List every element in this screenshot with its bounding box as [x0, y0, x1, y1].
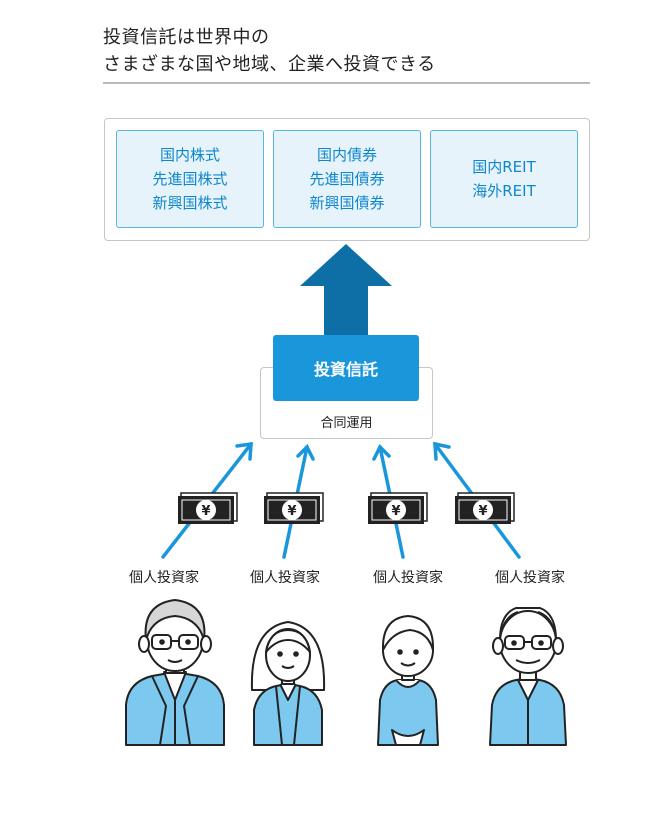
asset-box-stocks: 国内株式 先進国株式 新興国株式: [116, 130, 264, 228]
investor-figure-woman-short-hair: [377, 615, 439, 746]
investor-figure-man-glasses: [125, 599, 225, 746]
asset-label: 国内REIT: [472, 158, 536, 176]
title-divider: [103, 82, 590, 84]
yen-bill-icon: [263, 492, 324, 525]
investor-label: 個人投資家: [129, 570, 199, 586]
yen-bill-icon: [367, 492, 428, 525]
yen-bill-icon: [454, 492, 515, 525]
investor-figure-woman-long-hair: [250, 621, 326, 746]
title-line-2: さまざまな国や地域、企業へ投資できる: [103, 54, 436, 75]
asset-label: 海外REIT: [472, 182, 536, 200]
asset-box-reit: 国内REIT 海外REIT: [430, 130, 578, 228]
investor-label: 個人投資家: [373, 570, 443, 586]
asset-box-bonds: 国内債券 先進国債券 新興国債券: [273, 130, 421, 228]
big-up-arrow: [300, 244, 392, 338]
investor-label: 個人投資家: [250, 570, 320, 586]
page-title: 投資信託は世界中の さまざまな国や地域、企業へ投資できる: [103, 24, 436, 78]
asset-label: 新興国債券: [309, 194, 385, 212]
joint-management-label: 合同運用: [320, 416, 373, 431]
title-line-1: 投資信託は世界中の: [103, 27, 270, 48]
investment-trust-box: 投資信託: [273, 335, 419, 401]
asset-label: 国内株式: [159, 146, 220, 164]
asset-label: 先進国債券: [309, 170, 385, 188]
asset-label: 国内債券: [316, 146, 377, 164]
investor-figure-elderly-man-glasses: [489, 607, 567, 746]
asset-label: 先進国株式: [152, 170, 228, 188]
investor-label: 個人投資家: [495, 570, 565, 586]
asset-label: 新興国株式: [152, 194, 228, 212]
yen-bill-icon: [177, 492, 238, 525]
